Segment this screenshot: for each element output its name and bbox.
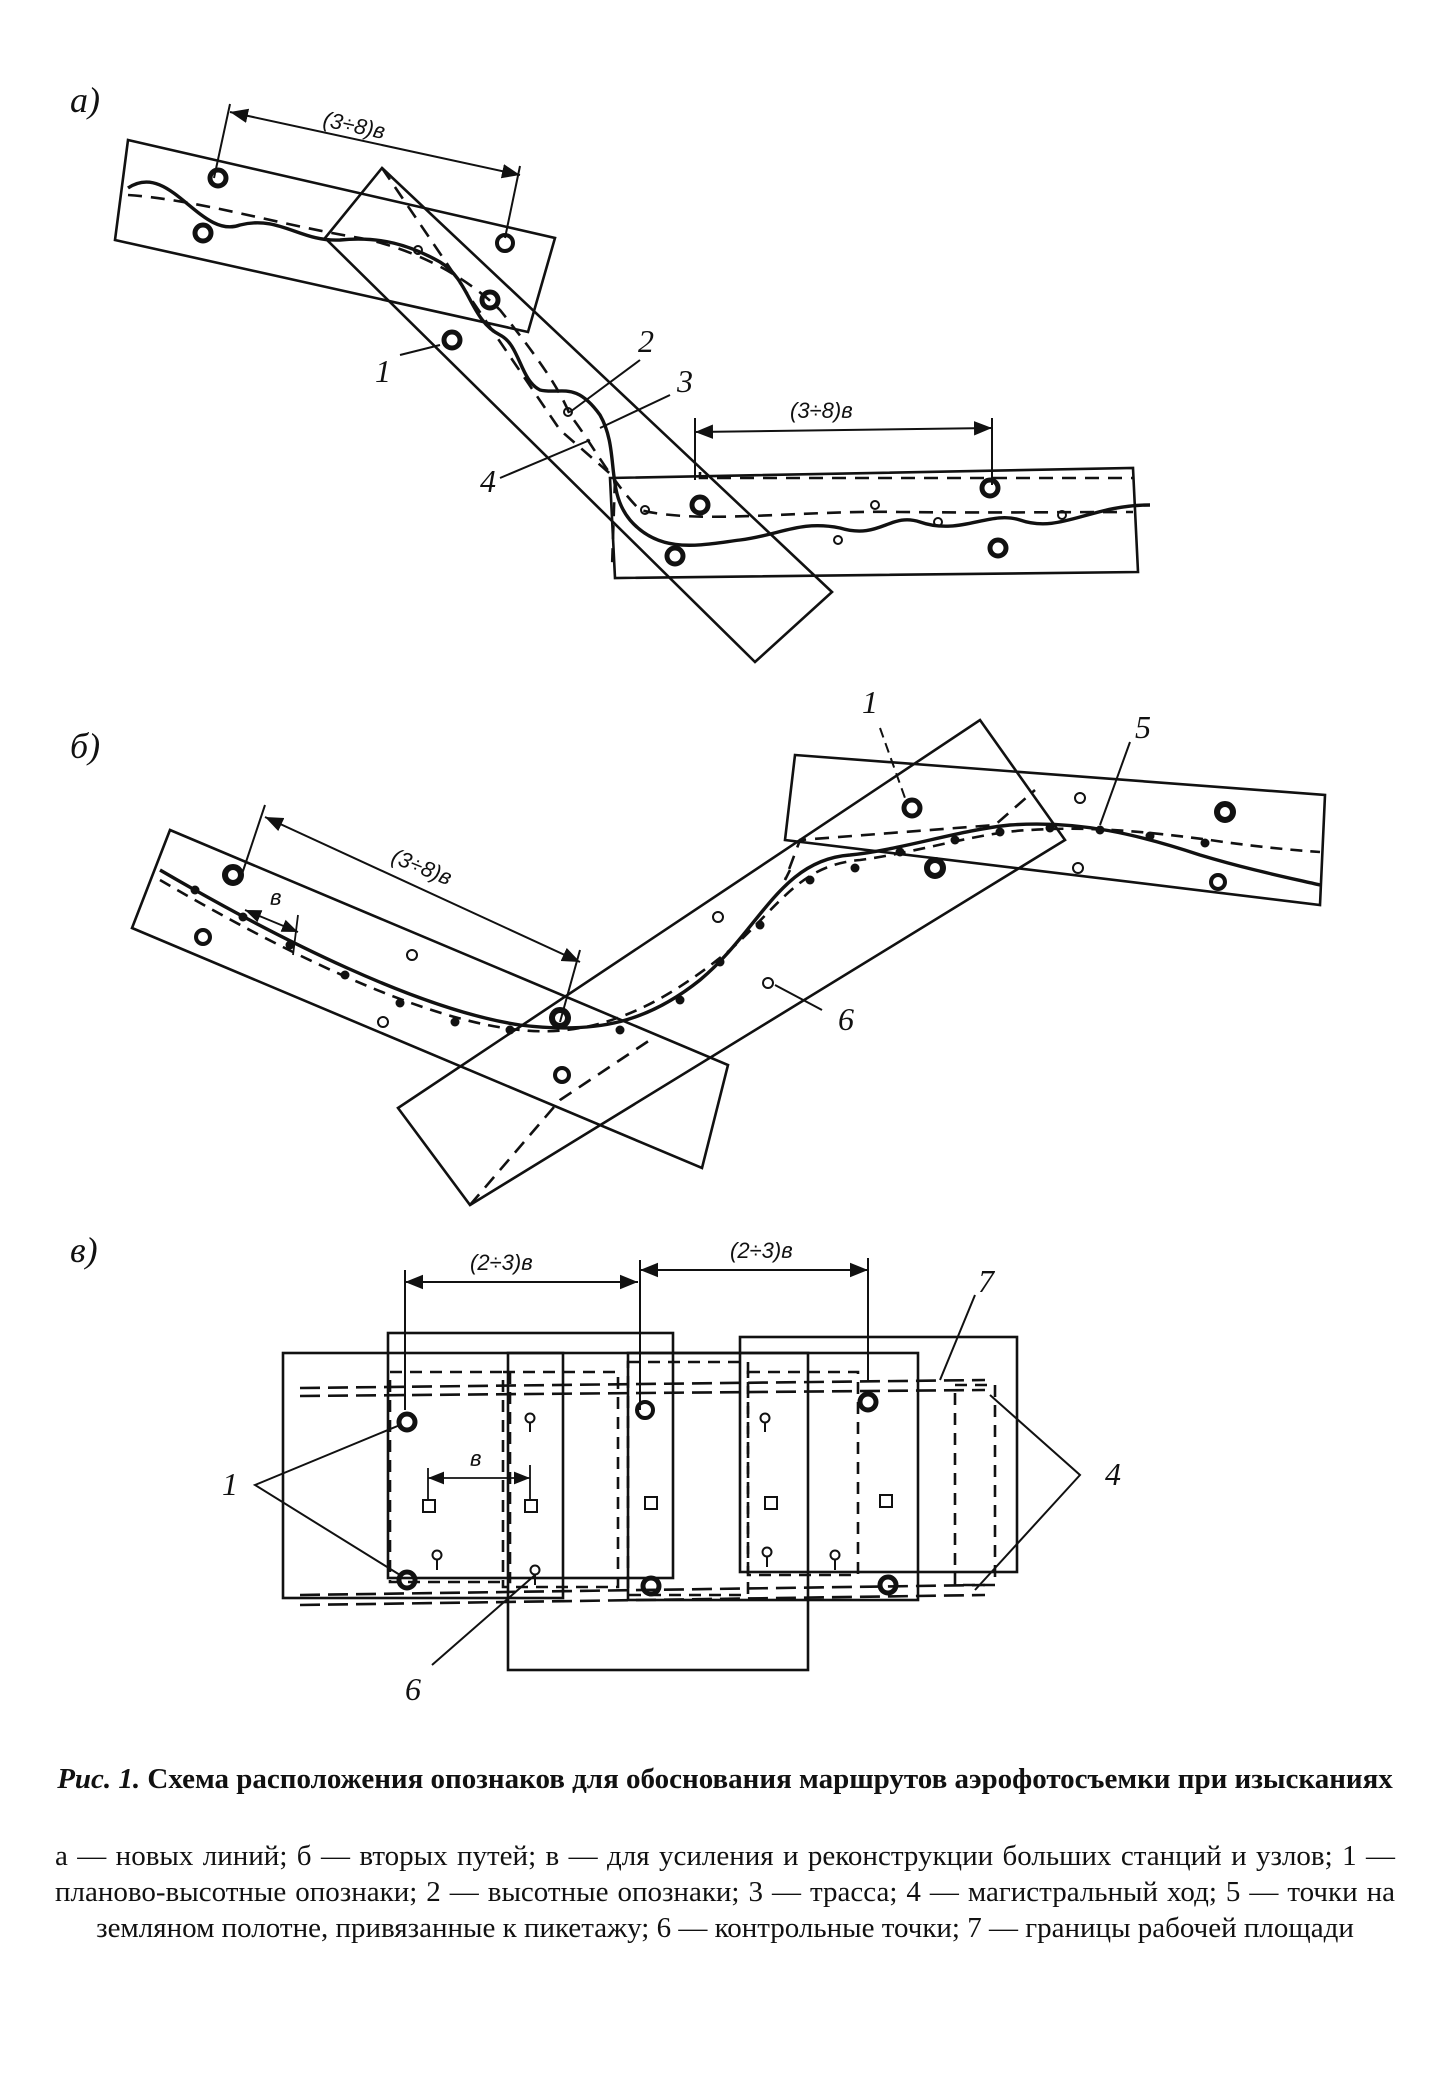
check-points-c	[431, 1412, 841, 1585]
figure-number: Рис. 1.	[57, 1763, 141, 1795]
dimension-line-a	[229, 108, 521, 179]
photo-frame-c4	[738, 1335, 1019, 1574]
dashed-frame-c2	[501, 1370, 620, 1589]
callout-a-4: 4	[480, 463, 496, 499]
callout-a-2: 2	[638, 323, 654, 359]
callout-leader	[499, 439, 591, 479]
callout-a-1: 1	[375, 353, 391, 389]
aerial-survey-control-points-diagram: а) (3÷8)в (3÷8)в	[70, 80, 1327, 1707]
dimension-tick	[213, 103, 231, 179]
dashed-frame-a2	[380, 167, 617, 569]
control-points-a	[192, 167, 1009, 567]
panel-c-label: в)	[70, 1230, 98, 1270]
callout-c-7: 7	[978, 1263, 996, 1299]
panel-b-label: б)	[70, 726, 100, 766]
callout-leader	[569, 359, 641, 413]
control-points-c	[396, 1391, 899, 1597]
small-dimension-label-c: в	[470, 1446, 481, 1471]
figure-caption-title: Рис. 1. Схема расположения опознаков для…	[55, 1762, 1395, 1796]
panel-c: в) (2÷3)	[70, 1230, 1121, 1707]
check-points-b	[377, 792, 1086, 1028]
photo-frame-b1	[130, 828, 730, 1170]
dimension-tick	[504, 165, 521, 239]
callout-leader-c-4	[974, 1394, 1082, 1591]
callout-b-6: 6	[838, 1001, 854, 1037]
callout-b-5: 5	[1135, 709, 1151, 745]
dimension-label-b: (3÷8)в	[388, 843, 455, 890]
callout-c-4: 4	[1105, 1456, 1121, 1492]
callout-leader	[1099, 741, 1131, 826]
figure-legend: а — новых линий; б — вторых путей; в — д…	[55, 1840, 1395, 1944]
dashed-frame-c5	[953, 1383, 997, 1587]
subgrade-points-b	[190, 823, 1210, 1035]
dashed-frame-c1	[388, 1370, 512, 1584]
panel-a: а) (3÷8)в (3÷8)в	[70, 80, 1151, 664]
control-points-b	[194, 797, 1236, 1084]
square-marks-c	[422, 1494, 893, 1513]
panel-b: б) (3÷8)в в	[70, 684, 1327, 1207]
callout-leader	[599, 394, 671, 429]
photo-frame-c2	[386, 1331, 675, 1580]
main-traverse-a	[127, 193, 1134, 519]
photo-frame-a3	[608, 466, 1140, 580]
callout-b-1: 1	[862, 684, 878, 720]
photo-frame-c1	[281, 1351, 565, 1600]
photo-frame-b3	[783, 753, 1327, 907]
dimension-tick	[292, 914, 299, 956]
dashed-frame-c4	[746, 1370, 860, 1577]
dimension-tick	[239, 804, 266, 881]
height-points-a	[413, 245, 1067, 545]
dimension-label-c: (2÷3)в	[470, 1250, 533, 1275]
main-traverse-b	[159, 827, 1321, 1033]
callout-c-1: 1	[222, 1466, 238, 1502]
small-dimension-label-b: в	[270, 885, 281, 910]
callout-leader	[939, 1294, 976, 1381]
photo-frame-c3	[506, 1351, 810, 1672]
photo-frame-a2	[323, 166, 834, 664]
route-line-a	[127, 180, 1151, 547]
panel-a-label: а)	[70, 80, 100, 120]
callout-leader	[879, 727, 906, 799]
dimension-line-b	[264, 816, 581, 963]
dimension-line-a2	[694, 421, 993, 439]
photo-frame-a1	[113, 138, 557, 334]
callout-leader	[774, 984, 823, 1011]
callout-c-6: 6	[405, 1671, 421, 1707]
dashed-frame-a3	[698, 472, 1133, 480]
dashed-frame-b3	[783, 789, 1036, 881]
callout-a-3: 3	[676, 363, 693, 399]
dashed-frame-c3	[626, 1360, 750, 1597]
callout-leader	[399, 344, 441, 356]
callout-leader	[431, 1574, 536, 1666]
dimension-label-a2: (3÷8)в	[790, 398, 853, 423]
route-line-b	[159, 822, 1321, 1030]
figure-title: Схема расположения опознаков для обоснов…	[147, 1763, 1393, 1795]
photo-frame-b2	[396, 718, 1067, 1207]
dimension-label-c2: (2÷3)в	[730, 1238, 793, 1263]
small-dimension-line-b	[244, 909, 299, 933]
dashed-frame-b2	[469, 1038, 651, 1206]
callout-leader-c-1	[252, 1424, 401, 1576]
